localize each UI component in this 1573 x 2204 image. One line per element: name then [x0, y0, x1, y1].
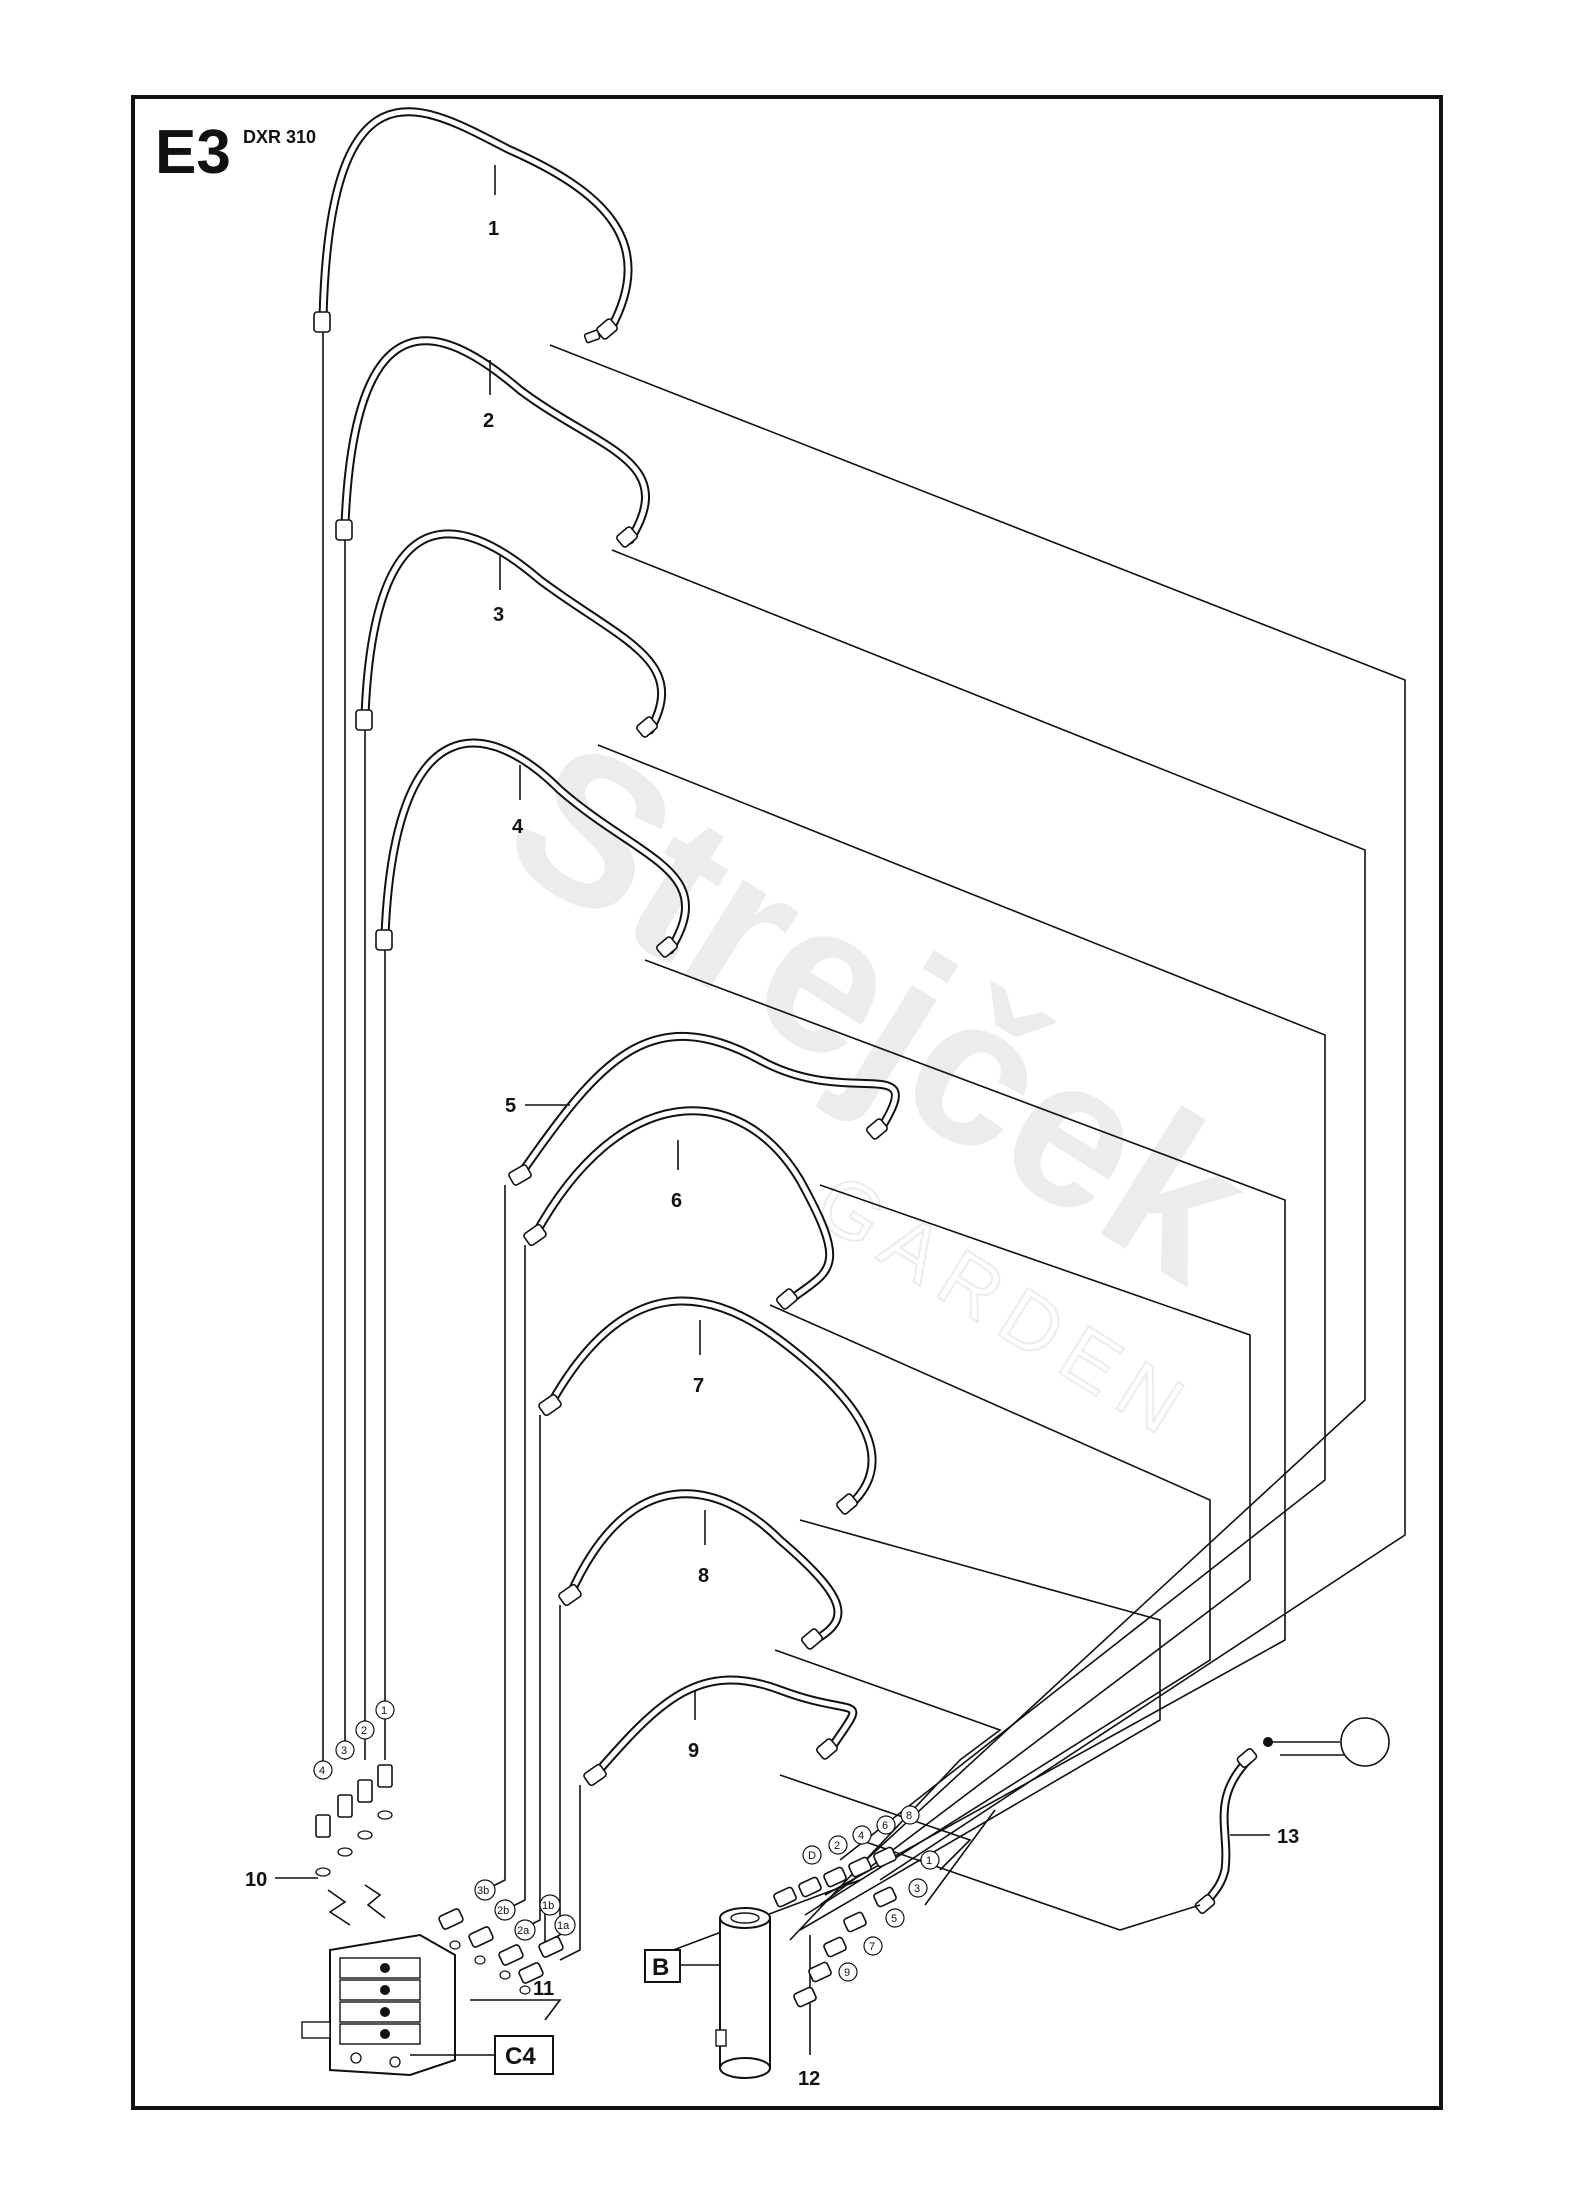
hose-end-fitting — [656, 936, 678, 958]
hose-end-fitting — [558, 1583, 582, 1607]
callout-13: 13 — [1277, 1826, 1299, 1848]
port-label: D — [808, 1850, 816, 1862]
model-subtitle: DXR 310 — [243, 127, 316, 147]
callout-11: 11 — [533, 1978, 554, 2000]
hose-end-fitting — [508, 1164, 532, 1186]
port-label: 7 — [869, 1941, 875, 1953]
hose-3 — [355, 529, 667, 738]
port-label: 2b — [497, 1905, 509, 1917]
page-frame — [131, 95, 1443, 2110]
hose-7 — [538, 1296, 877, 1515]
port-label: 1 — [926, 1855, 932, 1867]
o-ring — [357, 1830, 373, 1840]
hose-end-fitting — [866, 1118, 888, 1140]
port-label: 6 — [882, 1820, 888, 1832]
o-ring — [377, 1810, 393, 1820]
valve-reference-label: C4 — [505, 2043, 536, 2070]
hose-end-fitting — [523, 1223, 547, 1247]
port-label: 3b — [477, 1885, 489, 1897]
callout-6: 6 — [671, 1190, 682, 1212]
hose-end-fitting — [355, 709, 373, 731]
callout-8: 8 — [698, 1565, 709, 1587]
hose-end-fitting — [816, 1738, 838, 1760]
hose-end-fitting — [335, 519, 353, 541]
hose-end-fitting — [616, 526, 638, 548]
hose-end-fitting — [313, 311, 331, 333]
port-label: 1 — [381, 1705, 387, 1717]
port-label: 2 — [834, 1840, 840, 1852]
callout-12: 12 — [798, 2068, 820, 2090]
hose-end-fitting — [538, 1393, 562, 1417]
valve-port-labels: 3b 2b 2a 1b 1a — [438, 1879, 576, 1995]
hose-13 — [1194, 1748, 1258, 1914]
callout-9: 9 — [688, 1740, 699, 1762]
hose-end-fitting — [801, 1628, 823, 1650]
callout-1: 1 — [488, 218, 499, 240]
hose-end-fitting — [583, 1763, 607, 1787]
hose-2 — [335, 336, 650, 548]
port-label: 5 — [891, 1913, 897, 1925]
swivel-reference-label: B — [652, 1954, 669, 1981]
o-ring — [337, 1847, 353, 1857]
o-ring — [315, 1867, 331, 1877]
callout-3: 3 — [493, 604, 504, 626]
hose-13-connection — [1263, 1717, 1390, 1767]
callout-10: 10 — [245, 1869, 267, 1891]
callout-2: 2 — [483, 410, 494, 432]
hose-end-fitting — [596, 318, 618, 340]
port-label: 3 — [914, 1883, 920, 1895]
port-label: 2a — [517, 1925, 530, 1937]
valve-reference-box: C4 — [494, 2035, 554, 2075]
port-label: 4 — [319, 1765, 325, 1777]
hose-end-fitting — [636, 716, 658, 738]
swivel-assembly: B — [644, 1846, 897, 2079]
adapter-fitting — [357, 1779, 373, 1803]
port-label: 1a — [557, 1920, 570, 1932]
hose-end-fitting — [1194, 1894, 1216, 1914]
hose-9 — [583, 1675, 858, 1787]
adapter-fitting — [337, 1794, 353, 1818]
adapter-fitting — [377, 1764, 393, 1788]
connection-target-circle — [1340, 1717, 1390, 1767]
hose-end-fitting — [375, 929, 393, 951]
hose-end-fitting — [836, 1493, 858, 1515]
port-label: 4 — [858, 1830, 864, 1842]
hose-end-fitting — [776, 1288, 798, 1310]
hose-4 — [375, 738, 690, 958]
adapter-fitting — [315, 1814, 331, 1838]
callout-4: 4 — [512, 816, 524, 838]
port-label: 2 — [361, 1725, 367, 1737]
section-title: E3 — [155, 118, 231, 187]
callouts: 1 2 3 4 5 6 7 8 9 10 11 12 13 — [245, 218, 1299, 2090]
hose-8 — [558, 1489, 843, 1650]
port-label: 9 — [844, 1967, 850, 1979]
hose-6 — [523, 1106, 835, 1310]
watermark: Strejček GARDEN — [471, 694, 1289, 1459]
callout-5: 5 — [505, 1095, 516, 1117]
callout-7: 7 — [693, 1375, 704, 1397]
valve-block — [301, 1933, 495, 2077]
port-label: 1b — [542, 1900, 554, 1912]
port-label: 8 — [906, 1810, 912, 1822]
hose-5 — [508, 1031, 900, 1186]
left-port-labels: 4 3 2 1 — [313, 1700, 395, 1877]
hose-end-fitting — [1236, 1748, 1258, 1768]
swivel-port-labels: D 2 4 6 8 1 3 5 7 9 — [802, 1805, 940, 1982]
hose-1 — [313, 107, 633, 344]
hose-end-fitting — [583, 329, 601, 344]
port-label: 3 — [341, 1745, 347, 1757]
